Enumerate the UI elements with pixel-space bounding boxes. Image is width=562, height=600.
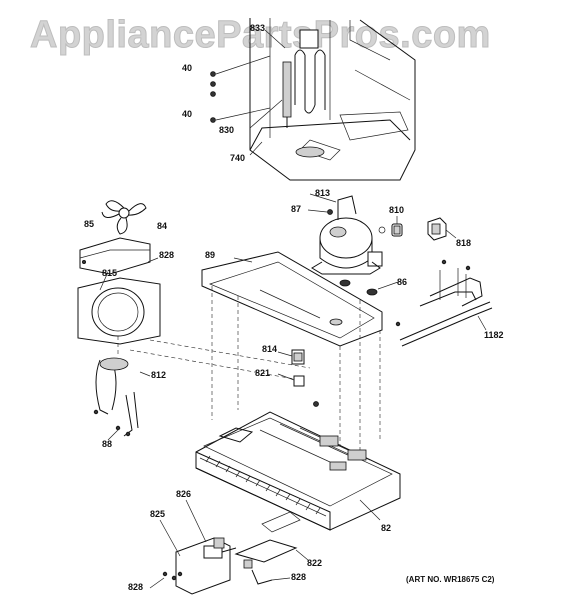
compressor-tube-813 [309,193,357,220]
label-828-upper: 828 [159,250,174,260]
relay-810 [378,216,403,237]
label-740: 740 [230,153,245,163]
screw-87 [307,209,333,215]
leader-830 [249,99,283,129]
compressor [311,217,383,275]
leader-833 [264,29,286,49]
fan-shroud [77,271,161,345]
label-810: 810 [389,205,404,215]
watermark: AppliancePartsPros.com [30,14,491,57]
label-826: 826 [176,489,191,499]
label-85: 85 [84,219,94,229]
assembly-guide-lines [117,286,381,470]
label-813: 813 [315,188,330,198]
machine-compartment-base [195,411,401,531]
evaporator-coil [282,29,326,128]
condenser-coil [95,357,151,437]
label-822: 822 [307,558,322,568]
screws-88 [93,409,131,441]
defrost-control-814 [277,349,305,365]
art-number: (ART NO. WR18675 C2) [406,575,495,584]
condenser-fan-blade [101,200,147,235]
label-833: 833 [250,23,265,33]
screw-40-top [210,55,271,97]
label-1182: 1182 [484,330,504,340]
label-82: 82 [381,523,391,533]
label-88: 88 [102,439,112,449]
leader-740 [249,141,263,156]
label-40-bottom: 40 [182,109,192,119]
overload-818 [427,217,457,241]
label-825: 825 [150,509,165,519]
label-86: 86 [397,277,407,287]
label-87: 87 [291,204,301,214]
label-812: 812 [151,370,166,380]
label-84: 84 [157,221,167,231]
label-89: 89 [205,250,215,260]
drain-pan [201,251,383,347]
screw-40-bottom [210,107,271,123]
label-40-top: 40 [182,63,192,73]
label-830: 830 [219,125,234,135]
label-821: 821 [255,368,270,378]
label-815: 815 [102,268,117,278]
harness-822 [234,511,309,585]
wiring-harness [395,259,493,347]
evaporator-compartment [249,18,416,181]
component-826 [185,499,237,559]
switch-821 [277,373,319,407]
screws-828-bottom [149,571,291,589]
label-818: 818 [456,238,471,248]
label-814: 814 [262,344,277,354]
label-828-right: 828 [291,572,306,582]
fan-bracket [79,237,159,275]
label-828-left: 828 [128,582,143,592]
